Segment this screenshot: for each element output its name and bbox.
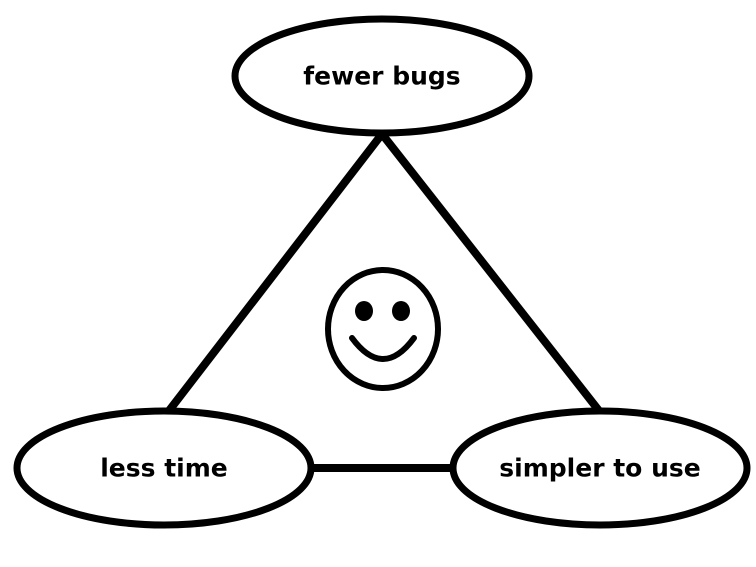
smiley-left-eye [355,301,373,321]
node-simpler-to-use: simpler to use [449,407,751,529]
smiley-face-icon [325,267,441,391]
edge-top-left [164,131,386,415]
node-fewer-bugs-label: fewer bugs [303,62,460,91]
smiley-face-outline [325,267,441,391]
node-less-time: less time [13,407,315,529]
node-less-time-ellipse [13,407,315,529]
edge-top-right [378,131,604,415]
node-less-time-label: less time [100,454,228,483]
node-fewer-bugs: fewer bugs [231,15,533,137]
smiley-mouth [349,335,417,362]
node-fewer-bugs-ellipse [231,15,533,137]
node-simpler-to-use-ellipse [449,407,751,529]
node-simpler-to-use-label: simpler to use [499,454,700,483]
smiley-right-eye [392,301,410,321]
